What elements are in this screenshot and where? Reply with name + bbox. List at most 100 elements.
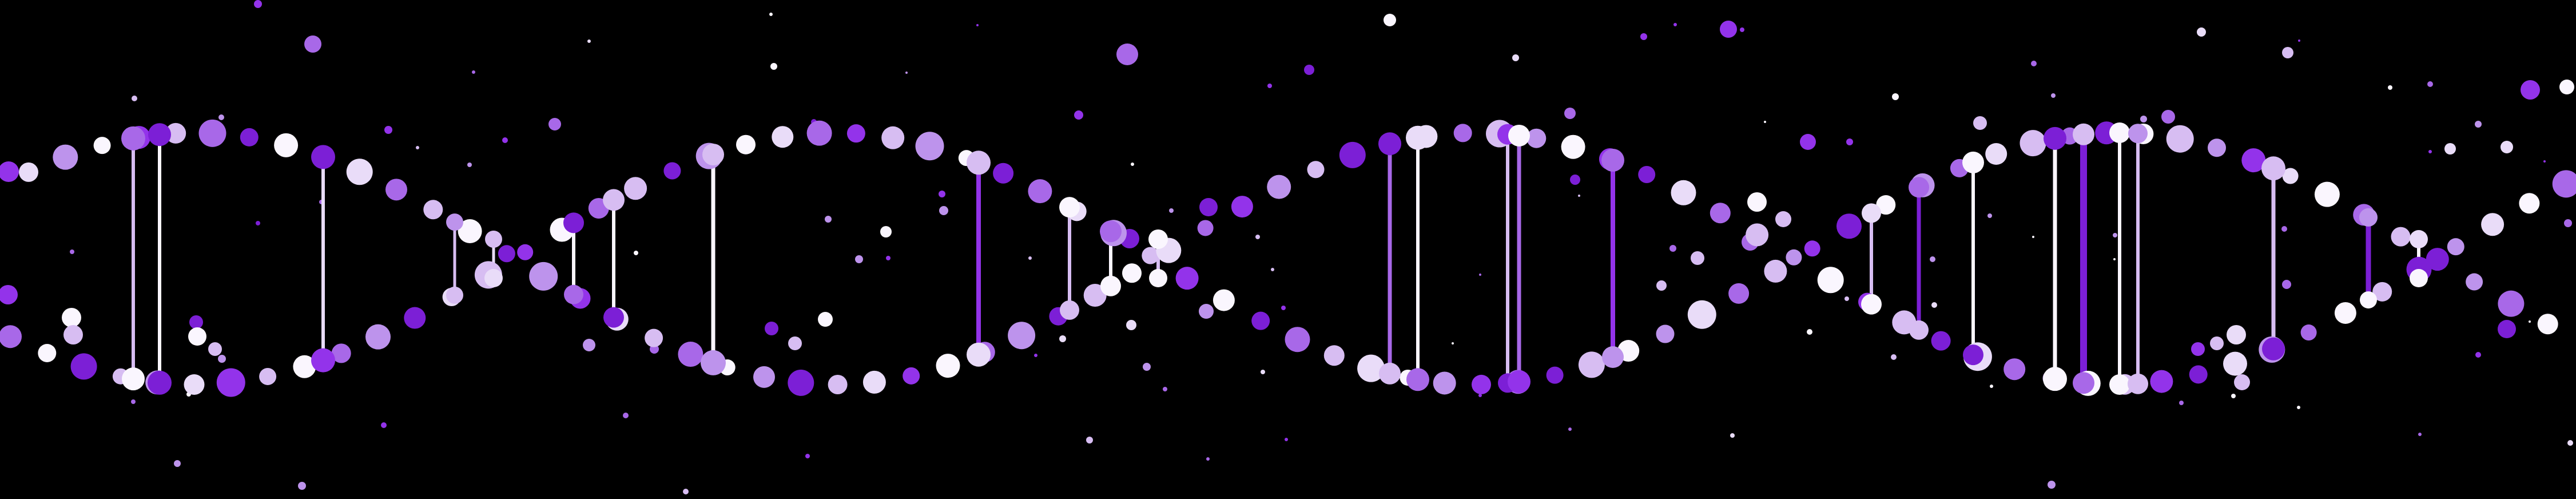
scatter-dot: [1271, 268, 1274, 271]
base-pair-bottom-dot: [1060, 300, 1079, 320]
strand-a-dot: [2241, 148, 2266, 173]
strand-a-dot: [2391, 227, 2411, 247]
scatter-dot: [886, 256, 891, 260]
strand-b-dot: [1267, 175, 1291, 199]
scatter-dot: [1199, 198, 1218, 216]
scatter-dot: [1564, 108, 1576, 119]
strand-b-dot: [936, 354, 960, 378]
scatter-dot: [2282, 47, 2293, 58]
scatter-dot: [2444, 143, 2456, 155]
strand-b-dot: [2300, 324, 2317, 341]
strand-a-dot: [2314, 181, 2340, 207]
scatter-dot: [2048, 481, 2056, 489]
base-pair-top-dot: [1862, 203, 1881, 223]
base-pair-top-dot: [148, 123, 171, 146]
strand-b-dot: [529, 262, 558, 291]
scatter-dot: [2559, 80, 2574, 94]
base-pair-top-dot: [1601, 148, 1624, 172]
base-pair-bottom-dot: [1508, 370, 1531, 394]
scatter-dot: [1034, 354, 1037, 357]
scatter-dot: [1028, 256, 1032, 260]
scatter-dot: [1931, 302, 1937, 308]
scatter-dot: [2032, 236, 2034, 238]
strand-b-dot: [165, 122, 186, 144]
strand-b-dot: [385, 179, 407, 201]
scatter-dot: [1800, 134, 1816, 150]
scatter-dot: [1304, 65, 1314, 75]
base-pair-top-dot: [2359, 208, 2378, 227]
scatter-dot: [218, 355, 226, 363]
base-pair-top-dot: [311, 145, 335, 169]
strand-b-dot: [1008, 322, 1036, 350]
scatter-dot: [905, 72, 908, 74]
strand-a-dot: [331, 343, 351, 363]
strand-a-dot: [1323, 345, 1345, 366]
scatter-dot: [1740, 27, 1744, 32]
strand-a-dot: [2166, 125, 2194, 153]
strand-b-dot: [2150, 370, 2173, 393]
scatter-dot: [2418, 433, 2422, 436]
strand-a-dot: [216, 368, 245, 397]
scatter-dot: [2427, 81, 2433, 87]
scatter-dot: [70, 250, 74, 254]
scatter-dot: [2031, 61, 2037, 66]
base-pair-top-dot: [563, 212, 584, 233]
strand-a-dot: [915, 132, 944, 161]
strand-b-dot: [2223, 351, 2247, 376]
scatter-dot: [416, 146, 419, 149]
strand-b-dot: [788, 369, 814, 396]
scatter-dot: [0, 161, 19, 182]
scatter-dot: [939, 191, 945, 197]
base-pair-bottom-dot: [446, 286, 463, 304]
scatter-dot: [188, 327, 206, 346]
strand-a-dot: [881, 126, 905, 149]
scatter-dot: [1116, 43, 1138, 65]
scatter-dot: [1074, 110, 1083, 120]
scatter-dot: [1452, 342, 1454, 344]
strand-a-dot: [806, 120, 832, 146]
scatter-dot: [1892, 93, 1899, 100]
scatter-dot: [788, 336, 802, 350]
strand-a-dot: [1546, 366, 1564, 384]
scatter-dot: [2529, 320, 2531, 323]
strand-a-dot: [772, 126, 794, 148]
strand-a-dot: [1142, 247, 1159, 264]
strand-b-dot: [903, 367, 920, 385]
scatter-dot: [0, 285, 18, 304]
scatter-dot: [769, 13, 773, 16]
strand-b-dot: [1710, 203, 1731, 224]
base-pair-bottom-dot: [1100, 275, 1121, 296]
strand-b-dot: [1083, 284, 1107, 307]
scatter-dot: [2388, 85, 2392, 90]
scatter-dot: [1807, 329, 1812, 335]
strand-b-dot: [862, 370, 886, 394]
strand-a-dot: [517, 244, 534, 260]
scatter-dot: [381, 422, 387, 428]
base-pair-bottom-dot: [1963, 344, 1983, 366]
base-pair-bottom-dot: [1406, 368, 1429, 391]
strand-b-dot: [240, 128, 259, 146]
strand-a-dot: [993, 163, 1014, 184]
base-pair-bottom-dot: [2128, 373, 2148, 394]
scatter-dot: [1059, 335, 1066, 342]
strand-a-dot: [404, 307, 426, 329]
scatter-dot: [1267, 84, 1272, 88]
base-pair-bottom-dot: [1149, 269, 1167, 287]
scatter-dot: [1691, 251, 1704, 265]
scatter-dot: [855, 255, 863, 263]
strand-a-dot: [1578, 351, 1605, 378]
strand-a-dot: [846, 124, 865, 143]
scatter-dot: [467, 163, 472, 167]
scatter-dot: [583, 339, 595, 351]
strand-a-dot: [259, 367, 277, 385]
scatter-dot: [1131, 163, 1134, 166]
strand-b-dot: [2334, 302, 2356, 324]
scatter-dot: [1891, 354, 1897, 360]
scatter-dot: [880, 226, 892, 237]
strand-b-dot: [678, 342, 703, 367]
scatter-dot: [770, 63, 777, 70]
base-pair-top-dot: [967, 151, 991, 175]
scatter-dot: [256, 221, 260, 225]
strand-b-dot: [753, 366, 775, 388]
